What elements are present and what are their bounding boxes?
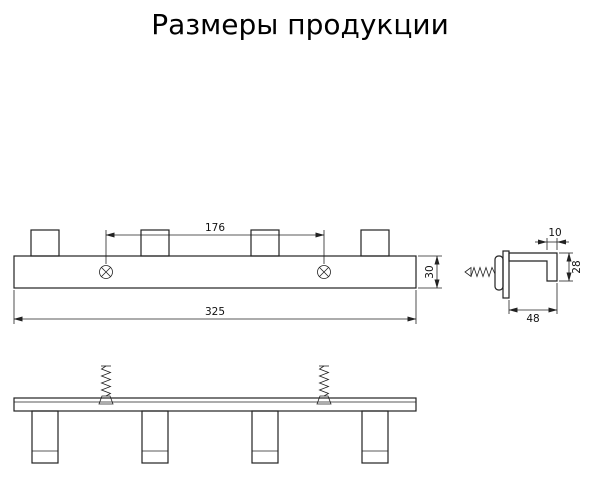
dim-total-length: 325: [13, 290, 417, 324]
hook-front-1: [30, 229, 60, 257]
dim-screw-spacing: 176: [105, 222, 325, 264]
hook-bottom-4: [361, 410, 389, 464]
front-view: 176 325 30: [13, 222, 442, 324]
dim-lip-width: 10: [535, 227, 569, 250]
page-title: Размеры продукции: [151, 8, 449, 41]
wall-plate-side: [502, 250, 510, 299]
dim-bar-height: 30: [418, 255, 442, 289]
dim-bar-height-value: 30: [424, 265, 436, 278]
screw-thread-icon: [316, 365, 332, 405]
hook-bottom-3: [251, 410, 279, 464]
dim-side-height-value: 28: [571, 260, 583, 273]
dim-depth-value: 48: [526, 313, 539, 325]
screw-side-icon: [464, 266, 496, 278]
side-view: 10 28 48: [464, 227, 583, 325]
hook-front-2: [140, 229, 170, 257]
screw-thread-icon: [98, 365, 114, 405]
hook-bottom-2: [141, 410, 169, 464]
hook-bottom-1: [31, 410, 59, 464]
phillips-screw-icon: [99, 265, 113, 279]
hook-front-4: [360, 229, 390, 257]
dim-depth: 48: [508, 283, 558, 325]
dim-total-length-value: 325: [205, 306, 225, 318]
dim-lip-width-value: 10: [548, 227, 561, 239]
dim-side-height: 28: [559, 252, 583, 282]
rail-bar-bottom: [13, 397, 417, 412]
dimension-drawing: 176 325 30: [13, 222, 583, 464]
bottom-view: [13, 365, 417, 464]
phillips-screw-icon: [317, 265, 331, 279]
hook-front-3: [250, 229, 280, 257]
hook-profile-side: [508, 252, 558, 282]
rail-bar-front: [13, 255, 417, 289]
screw-head-flange: [494, 255, 504, 291]
dim-screw-spacing-value: 176: [205, 222, 225, 234]
